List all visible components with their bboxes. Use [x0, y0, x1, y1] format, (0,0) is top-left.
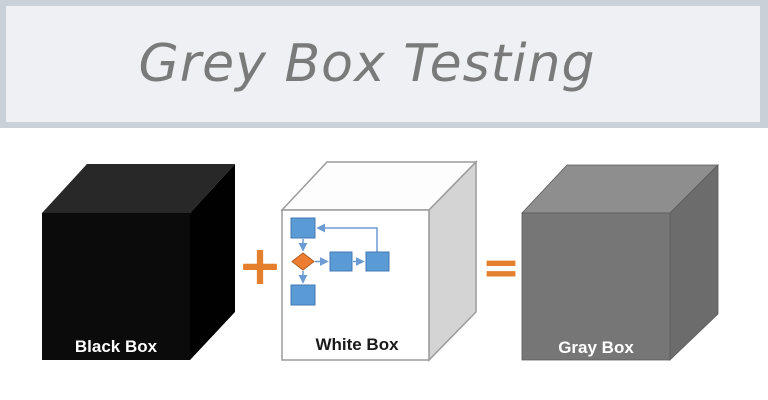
- flow-elbow-connector: [316, 223, 378, 252]
- white-box-label: White Box: [315, 335, 399, 354]
- plus-operator: +: [237, 234, 282, 297]
- flow-node-bottom-left: [290, 284, 316, 306]
- title-panel: Grey Box Testing: [6, 6, 760, 122]
- title-banner: Grey Box Testing: [0, 0, 768, 128]
- black-box-side-face: [190, 164, 235, 360]
- diagram-canvas: Black Box +: [0, 128, 768, 400]
- flow-node-top-left: [290, 217, 316, 239]
- flow-node-middle: [329, 251, 353, 272]
- black-box-label: Black Box: [75, 337, 158, 356]
- black-box-top-face: [42, 164, 235, 213]
- gray-box-label: Gray Box: [558, 338, 634, 357]
- gray-box-cube: Gray Box: [521, 164, 719, 361]
- black-box-cube: Black Box: [42, 164, 235, 360]
- gray-box-front-face: [521, 212, 671, 361]
- flow-node-right: [365, 251, 390, 272]
- white-box-cube: White Box: [280, 160, 478, 362]
- page-title: Grey Box Testing: [138, 34, 596, 94]
- black-box-front-face: [42, 213, 190, 360]
- white-box-front-face: [281, 209, 430, 361]
- grey-box-testing-diagram: Black Box +: [42, 160, 719, 362]
- flow-diamond-node: [291, 252, 315, 271]
- flowchart-icon: [290, 217, 390, 306]
- equals-operator: =: [482, 240, 521, 294]
